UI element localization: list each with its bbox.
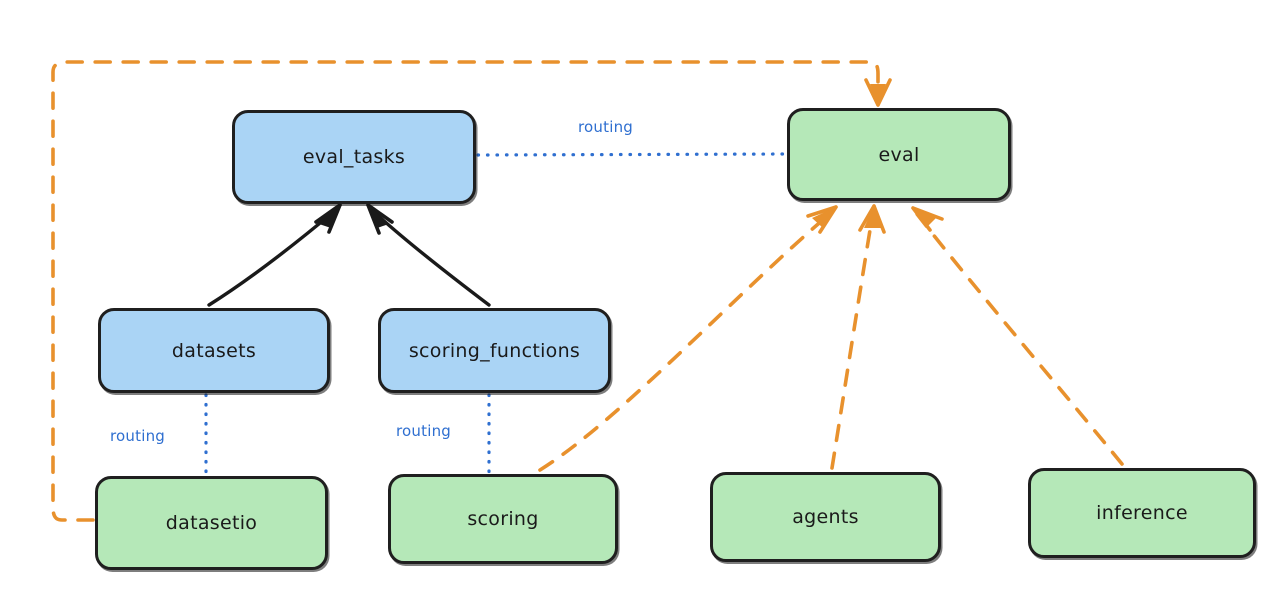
node-datasets[interactable]: datasets — [98, 308, 330, 393]
edge-label-routing-datasets-datasetio: routing — [110, 427, 165, 445]
edge-label-routing-eval-tasks-eval: routing — [578, 118, 633, 136]
node-agents-label: agents — [792, 506, 859, 528]
node-scoring-functions[interactable]: scoring_functions — [378, 308, 611, 393]
edge-agents-to-eval — [830, 204, 886, 470]
edge-datasets-to-eval-tasks — [207, 203, 342, 307]
node-inference[interactable]: inference — [1028, 468, 1256, 558]
node-scoring-functions-label: scoring_functions — [408, 339, 581, 362]
edge-eval-tasks-to-eval — [476, 152, 786, 157]
edge-scoring-functions-to-eval-tasks — [366, 203, 491, 307]
node-eval-tasks[interactable]: eval_tasks — [232, 110, 476, 204]
node-datasetio-label: datasetio — [165, 512, 258, 534]
node-eval[interactable]: eval — [787, 108, 1011, 201]
edge-scoring-to-eval — [538, 205, 838, 472]
node-eval-tasks-label: eval_tasks — [302, 146, 406, 168]
node-scoring[interactable]: scoring — [388, 474, 618, 564]
node-eval-label: eval — [878, 143, 920, 166]
edge-label-routing-scoring-functions-scoring: routing — [396, 422, 451, 440]
edge-inference-to-eval — [911, 206, 1124, 466]
node-agents[interactable]: agents — [710, 472, 941, 562]
node-inference-label: inference — [1096, 502, 1188, 524]
node-datasetio[interactable]: datasetio — [95, 476, 328, 570]
edge-datasetio-to-eval — [51, 60, 892, 522]
node-scoring-label: scoring — [467, 508, 539, 530]
node-datasets-label: datasets — [171, 339, 257, 362]
